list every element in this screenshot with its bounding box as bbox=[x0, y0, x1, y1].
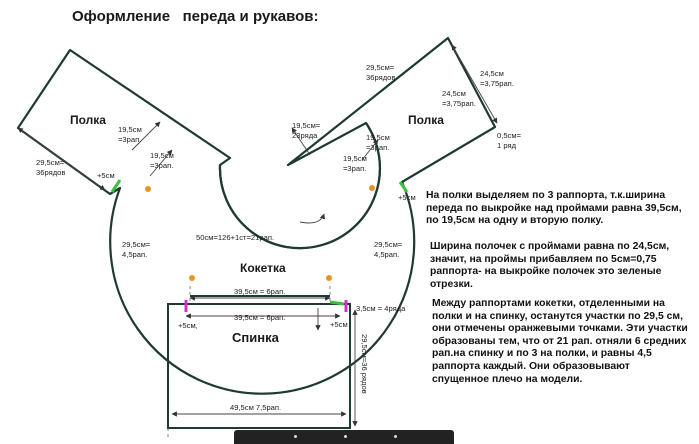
dim-back-r5: +5см bbox=[330, 320, 348, 329]
dim-r-19-a: 19,5см bbox=[366, 133, 390, 142]
dim-l-top-rap: =3рап. bbox=[118, 135, 141, 144]
dim-yoke-l-rap: 4,5рап. bbox=[122, 250, 147, 259]
note-3: Между раппортами кокетки, отделенными на… bbox=[432, 298, 688, 386]
note-2-line-1: Ширина полочек с проймами равна по 24,5с… bbox=[430, 241, 670, 252]
note-3-line-4: образованы тем, что от 21 рап. отняли 6 … bbox=[432, 335, 687, 347]
label-back: Спинка bbox=[232, 330, 280, 345]
label-yoke: Кокетка bbox=[240, 261, 286, 275]
note-1-line-3: по 19,5см на одну и вторую полку. bbox=[426, 215, 604, 227]
dim-r-19-b: 19,5см bbox=[343, 154, 367, 163]
dim-back-top: 39,5см = 6рап. bbox=[234, 313, 285, 322]
dim-l-mid-rap: =3рап. bbox=[150, 161, 173, 170]
note-2-line-3: раппорта- на выкройке полочек это зелены… bbox=[430, 266, 662, 278]
dim-yoke-r-rap: 4,5рап. bbox=[374, 250, 399, 259]
note-1-line-1: На полки выделяем по 3 раппорта, т.к.шир… bbox=[426, 190, 666, 201]
dim-back-side: 29,5см=36 рядов bbox=[360, 334, 369, 394]
neck-arc bbox=[218, 122, 381, 250]
dim-neck: 50см=126+1ст=21рап. bbox=[196, 233, 274, 242]
note-3-line-2: полки и на спинку, останутся участки по … bbox=[432, 310, 683, 322]
dim-c-19: 19,5см= bbox=[292, 121, 321, 130]
dim-back-l5: +5см, bbox=[178, 321, 198, 330]
dim-l-side-cm: 29,5см= bbox=[36, 158, 65, 167]
dim-r-19-b-rap: =3рап. bbox=[343, 164, 366, 173]
toolbar-dot bbox=[344, 435, 347, 438]
dim-r-top-rows: 36рядов bbox=[366, 73, 395, 82]
orange-dots bbox=[145, 185, 375, 281]
dimension-lines bbox=[17, 44, 498, 427]
dim-back-bottom: 49,5см 7,5рап. bbox=[230, 403, 281, 412]
dim-r-plus5: +5см bbox=[398, 193, 416, 202]
label-left-shelf: Полка bbox=[70, 113, 106, 127]
dim-r-24-a-rap: =3,75рап. bbox=[480, 79, 514, 88]
dim-r-24-a: 24,5см bbox=[480, 69, 504, 78]
image-viewer-toolbar[interactable] bbox=[234, 430, 454, 444]
label-right-shelf: Полка bbox=[408, 113, 444, 127]
note-1: На полки выделяем по 3 раппорта, т.к.шир… bbox=[426, 190, 682, 228]
dim-l-mid-cm: 19,5см bbox=[150, 151, 174, 160]
note-3-line-7: спущенное плечо на модели. bbox=[432, 373, 583, 385]
dim-r-05: 0,5см= bbox=[497, 131, 522, 140]
note-3-line-5: рап.на спинку и по 3 на полки, и равны 4… bbox=[432, 348, 652, 360]
note-2: Ширина полочек с проймами равна по 24,5с… bbox=[430, 241, 669, 291]
dim-yoke-l-cm: 29,5см= bbox=[122, 240, 151, 249]
dim-l-side-rows: 36рядов bbox=[36, 168, 65, 177]
dim-r-1row: 1 ряд bbox=[497, 141, 517, 150]
note-3-line-6: раппорта каждый. Они образовывают bbox=[432, 360, 630, 372]
dim-r-19-a-rap: =3рап. bbox=[366, 143, 389, 152]
note-2-line-4: отрезки. bbox=[430, 278, 473, 290]
note-3-line-3: они отмечены оранжевыми точками. Эти уча… bbox=[432, 323, 688, 335]
dim-c-rows: 23ряда bbox=[292, 131, 318, 140]
dim-r-24-b-rap: =3,75рап. bbox=[442, 99, 476, 108]
dim-l-top-cm: 19,5см bbox=[118, 125, 142, 134]
dim-yoke-bottom: 39,5см = 6рап. bbox=[234, 287, 285, 296]
page-title: Оформление переда и рукавов: bbox=[72, 8, 319, 25]
green-segments bbox=[110, 179, 409, 306]
magenta-segments bbox=[184, 300, 348, 312]
note-3-line-1: Между раппортами кокетки, отделенными на bbox=[432, 298, 665, 309]
dim-back-35: 3,5см = 4ряда bbox=[356, 304, 406, 313]
dim-yoke-r-cm: 29,5см= bbox=[374, 240, 403, 249]
dim-l-plus5: +5см bbox=[97, 171, 115, 180]
dim-r-top-cm: 29,5см= bbox=[366, 63, 395, 72]
note-1-line-2: переда по выкройке над проймами равна 39… bbox=[426, 202, 682, 214]
guide-dashes bbox=[167, 286, 331, 440]
toolbar-dot bbox=[294, 435, 297, 438]
dim-r-24-b: 24,5см bbox=[442, 89, 466, 98]
note-2-line-2: значит, на проймы прибавляем по 5см=0,75 bbox=[430, 253, 657, 265]
toolbar-dot bbox=[394, 435, 397, 438]
